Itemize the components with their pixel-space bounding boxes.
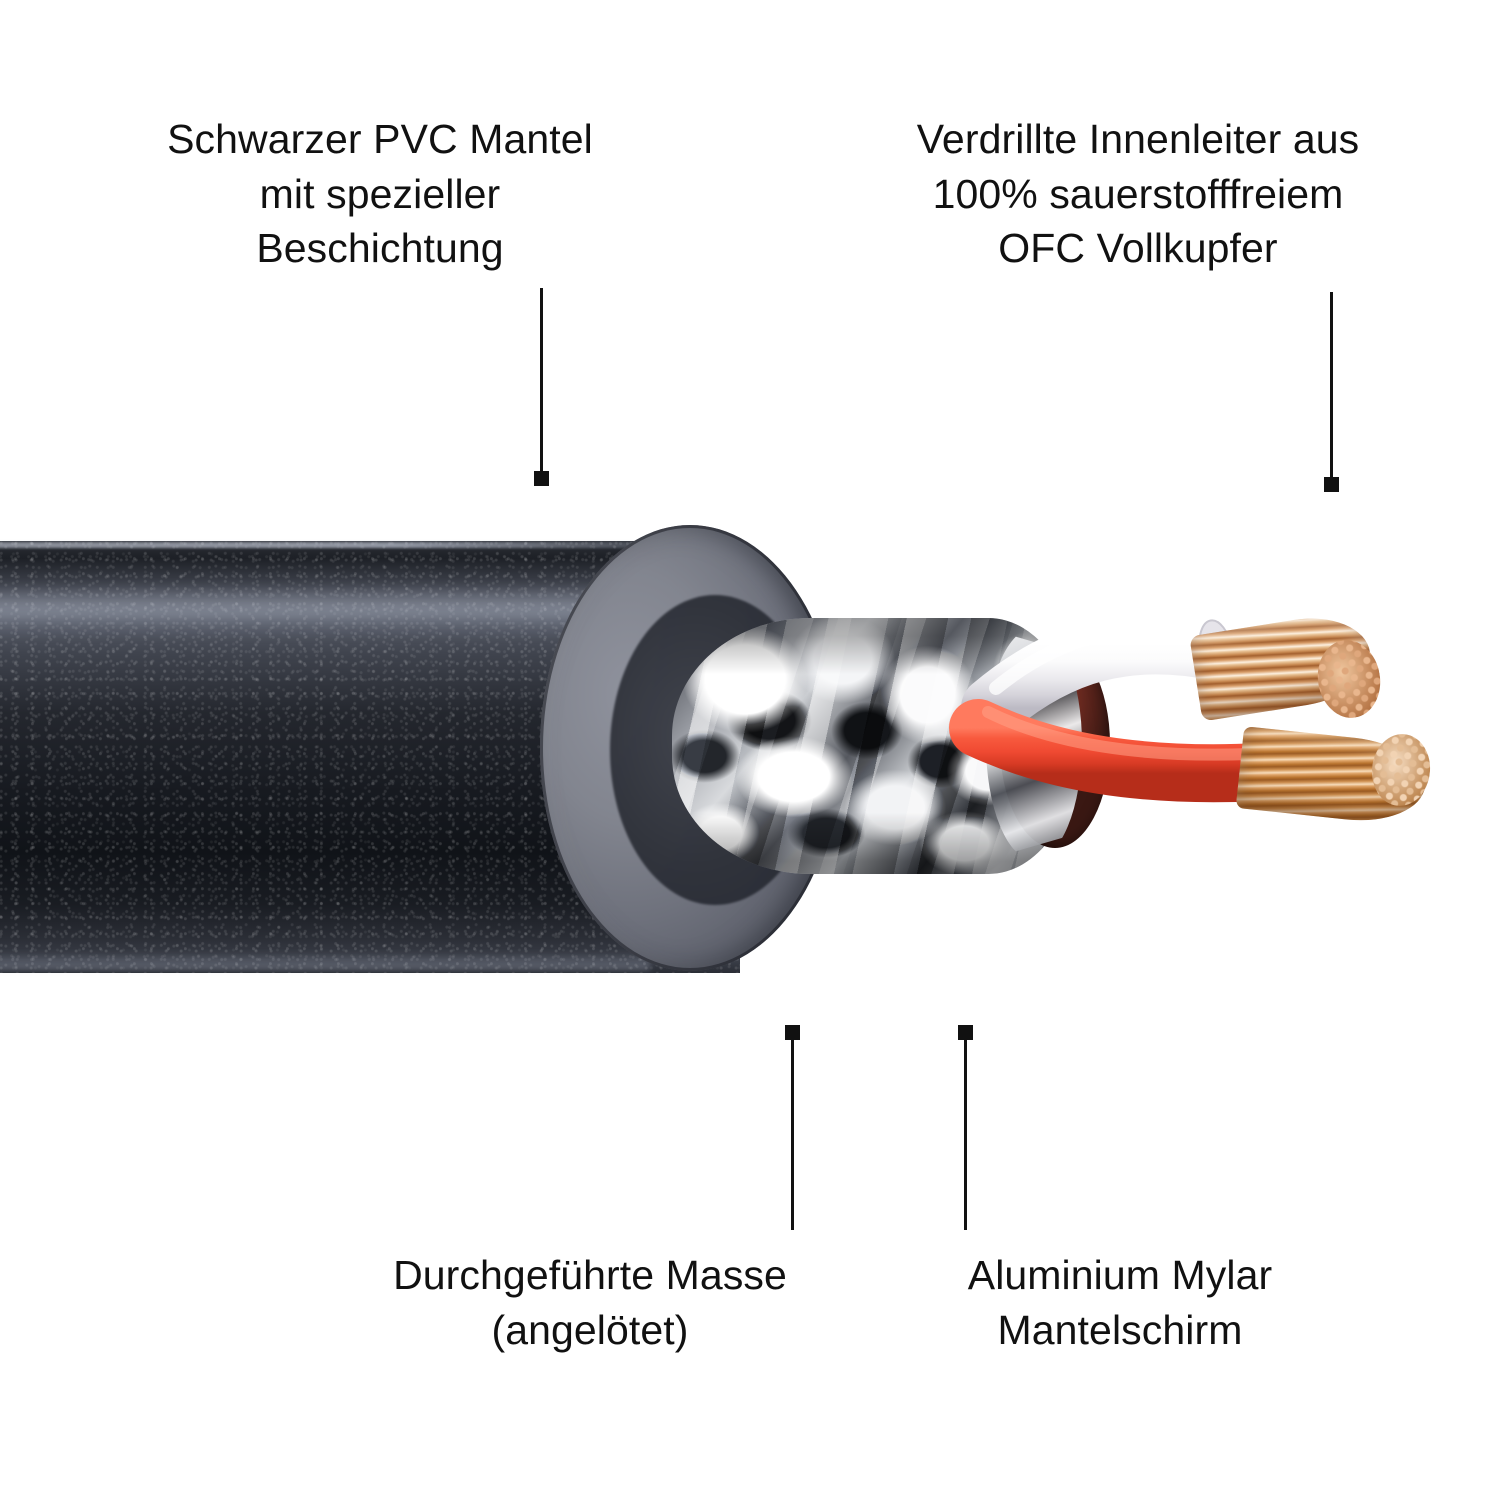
red-conductor-sheath xyxy=(949,699,1291,803)
ground-wire-label: Durchgeführte Masse (angelötet) xyxy=(393,1252,787,1353)
aluminium-mylar-shield-label: Aluminium Mylar Mantelschirm xyxy=(967,1252,1273,1353)
leader-marker-shield xyxy=(958,1025,973,1040)
leader-marker-ground xyxy=(785,1025,800,1040)
white-conductor-sheath xyxy=(961,612,1249,739)
pvc-jacket-top-rim xyxy=(0,542,670,548)
cable-illustration xyxy=(0,500,1500,1020)
leader-line-conductors xyxy=(1324,292,1339,492)
black-pvc-jacket-label: Schwarzer PVC Mantel mit spezieller Besc… xyxy=(167,116,593,272)
inner-conductors-label: Verdrillte Innenleiter aus 100% sauersto… xyxy=(916,116,1360,272)
leader-line-ground xyxy=(785,1025,800,1230)
pvc-jacket-bottom-reflection xyxy=(0,952,650,970)
leader-marker-conductors xyxy=(1324,477,1339,492)
red-conductor-highlight xyxy=(982,706,1256,761)
white-conductor-highlight xyxy=(989,623,1213,695)
leader-marker-jacket xyxy=(534,471,549,486)
leader-line-jacket xyxy=(534,288,549,486)
leader-line-shield xyxy=(958,1025,973,1230)
